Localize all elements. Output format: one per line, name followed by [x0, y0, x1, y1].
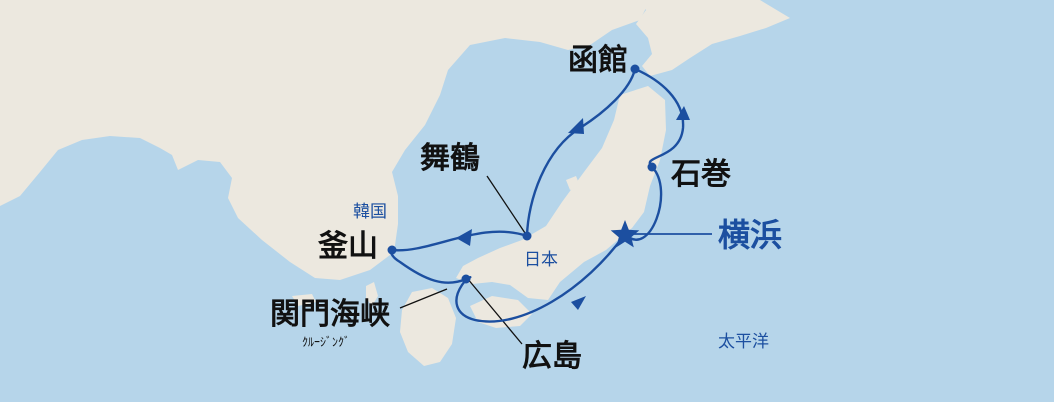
label-korea: 韓国: [353, 202, 387, 222]
island-sado: [566, 176, 580, 190]
arrowhead-icon: [568, 118, 584, 134]
label-shimonoseki: 関門海峡: [270, 297, 390, 332]
arrowhead-icon: [456, 229, 472, 246]
cruise-route-line: [389, 67, 685, 323]
landmass-kyushu: [400, 288, 456, 366]
label-busan: 釜山: [317, 229, 378, 264]
port-dot-ishinomaki: [647, 162, 657, 172]
label-japan: 日本: [524, 250, 558, 270]
label-shimonoseki-note: ｸﾙｰｼﾞﾝｸﾞ: [302, 335, 350, 349]
label-pacific: 太平洋: [718, 332, 769, 352]
island-jeju: [292, 294, 316, 306]
port-dot-busan: [387, 245, 397, 255]
island-tsushima: [366, 282, 378, 306]
label-maizuru: 舞鶴: [420, 141, 480, 176]
label-ishinomaki: 石巻: [670, 157, 731, 192]
leader-line-maizuru: [486, 175, 528, 237]
arrowhead-icon: [571, 296, 586, 310]
arrowhead-icon: [676, 106, 690, 120]
landmass-honshu: [456, 86, 666, 300]
port-dot-hakodate: [630, 64, 640, 74]
label-hiroshima: 広島: [522, 339, 582, 374]
star-icon: [610, 220, 640, 248]
leader-line-shimonoseki: [399, 288, 448, 309]
landmass-hokkaido: [636, 0, 790, 76]
port-dot-hiroshima: [461, 274, 471, 284]
landmass-asia-korea: [0, 0, 650, 280]
leader-line-hiroshima: [466, 277, 523, 345]
port-dot-maizuru: [522, 231, 532, 241]
label-hakodate: 函館: [568, 43, 628, 78]
landmass-shikoku: [470, 296, 532, 328]
label-yokohama: 横浜: [718, 216, 782, 254]
